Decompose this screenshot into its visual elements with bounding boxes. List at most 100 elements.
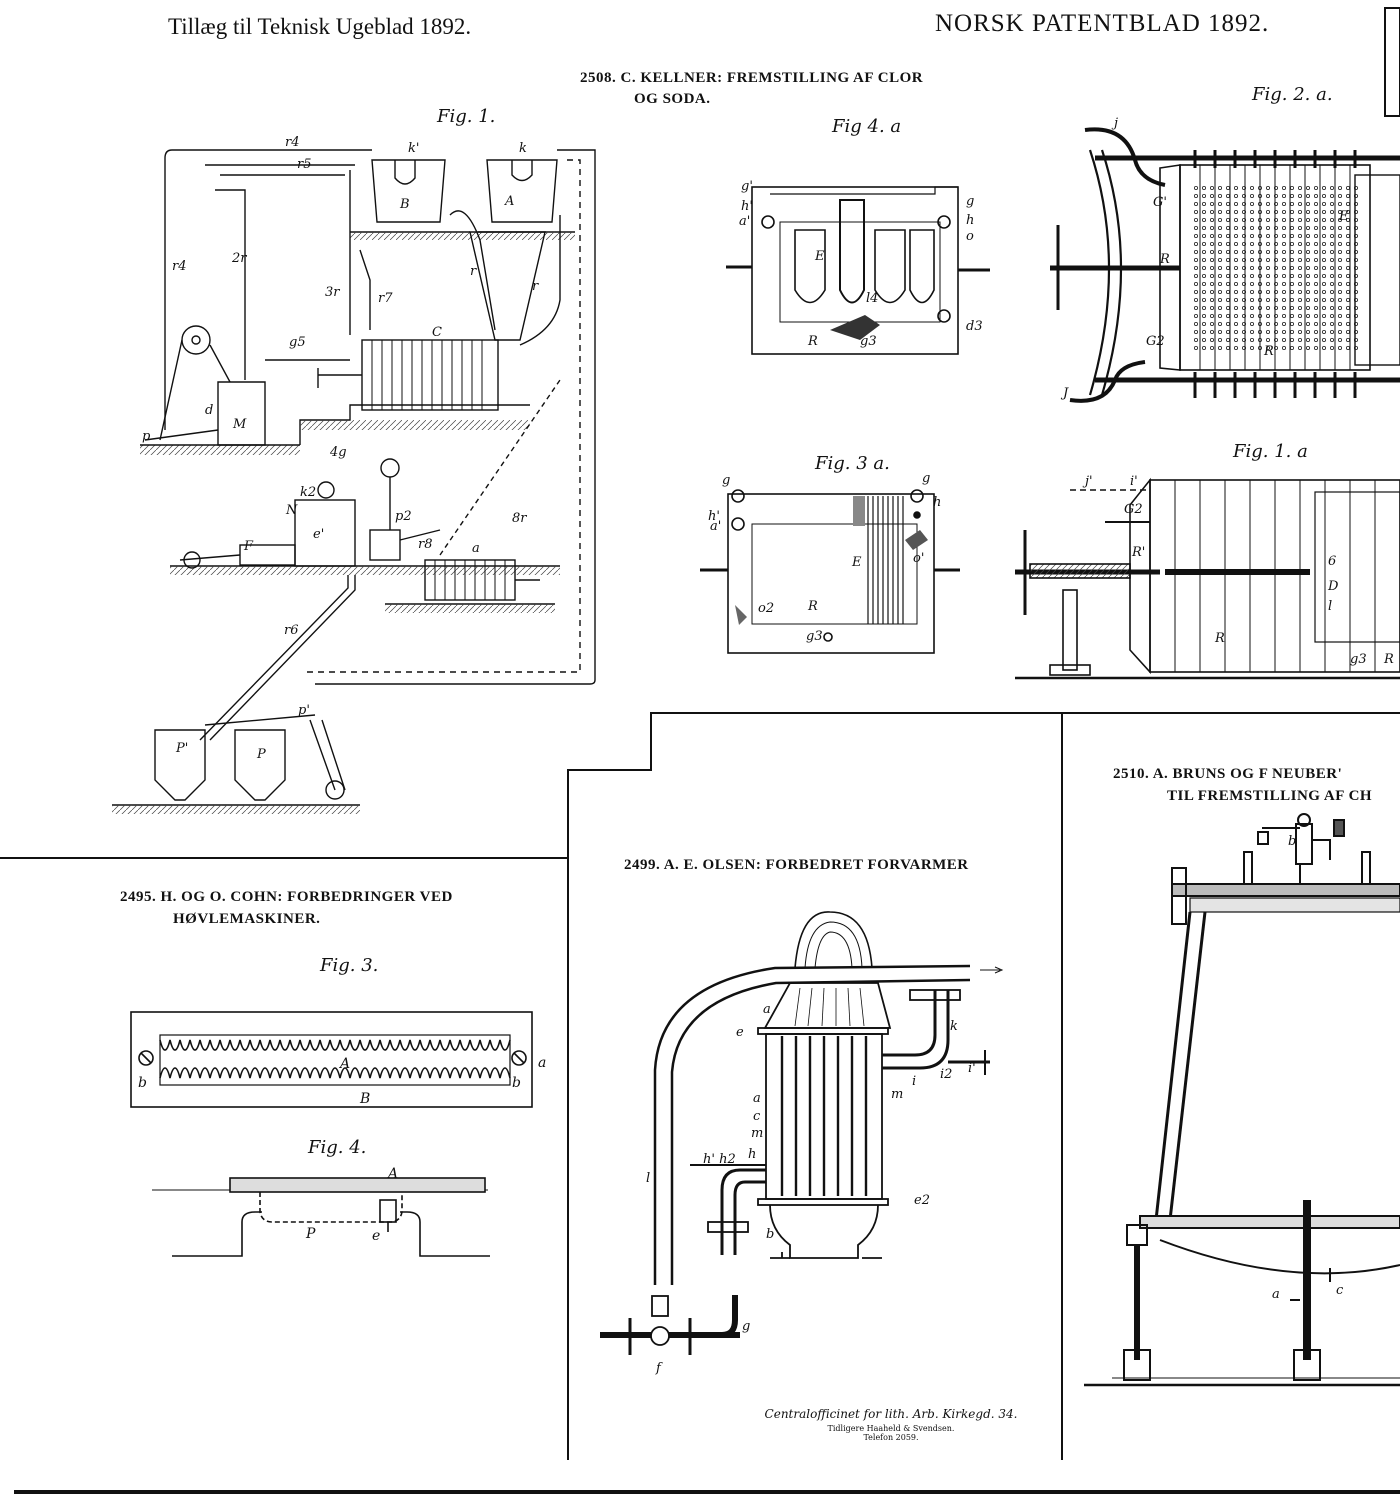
part-label: b xyxy=(766,1227,774,1242)
part-label: B xyxy=(359,1091,370,1107)
fig2a-labels: j G' R G2 J R E xyxy=(1060,116,1349,401)
part-label: d3 xyxy=(966,319,983,334)
part-label: k' xyxy=(408,141,419,156)
patent-number: 2508. xyxy=(580,70,617,86)
part-label: r xyxy=(532,279,539,294)
part-label: R xyxy=(1159,252,1170,267)
part-label: o2 xyxy=(758,601,774,616)
patent-title-line1: C. KELLNER: FREMSTILLING AF CLOR xyxy=(620,70,924,86)
patent-title-line1: A. BRUNS OG F NEUBER' xyxy=(1152,766,1343,782)
part-label: C xyxy=(432,325,442,340)
part-label: h' h2 xyxy=(703,1152,736,1167)
part-label: r7 xyxy=(378,291,393,306)
part-label: R xyxy=(1214,631,1225,646)
part-label: g3 xyxy=(806,629,823,644)
fig1a-drawing xyxy=(1015,477,1400,680)
fig4a-caption: Fig 4. a xyxy=(832,116,902,137)
part-label: k xyxy=(519,141,527,156)
part-label: a xyxy=(763,1002,771,1017)
imprint-line3: Telefon 2059. xyxy=(863,1433,919,1442)
running-header-right: NORSK PATENTBLAD 1892. xyxy=(935,10,1270,37)
part-label: d xyxy=(205,403,213,418)
part-label: r6 xyxy=(284,623,299,638)
part-label: E xyxy=(1338,209,1349,224)
part-label: 4g xyxy=(329,445,347,460)
fig2a-caption: Fig. 2. a. xyxy=(1252,84,1333,105)
part-label: g xyxy=(922,471,930,486)
olsen-preheater-drawing xyxy=(600,911,1004,1355)
cohn-fig4-caption: Fig. 4. xyxy=(308,1137,367,1158)
part-label: G' xyxy=(1153,195,1167,210)
part-label: r5 xyxy=(297,157,312,172)
cohn-fig3-caption: Fig. 3. xyxy=(320,955,379,976)
part-label: g3 xyxy=(1350,652,1367,667)
part-label: E xyxy=(814,249,825,264)
part-label: j xyxy=(1111,116,1118,131)
part-label: J xyxy=(1060,386,1069,401)
patent-2499-title: 2499. A. E. OLSEN: FORBEDRET FORVARMER xyxy=(624,857,969,874)
part-label: c xyxy=(1336,1283,1344,1298)
patent-2508-title-line2: OG SODA. xyxy=(634,91,711,107)
part-label: R xyxy=(807,334,818,349)
fig1-caption: Fig. 1. xyxy=(437,106,496,127)
fig4a-labels: g' h' a' E g h o l4 g3 d3 R xyxy=(739,179,983,349)
part-label: m xyxy=(751,1126,763,1141)
part-label: B xyxy=(399,197,410,212)
part-label: p' xyxy=(298,703,310,718)
part-label: i' xyxy=(968,1061,976,1076)
part-label: i' xyxy=(1130,474,1138,489)
part-label: g3 xyxy=(860,334,877,349)
part-label: l4 xyxy=(866,291,878,306)
fig3a-drawing xyxy=(700,489,960,654)
part-label: R xyxy=(1263,344,1274,359)
part-label: e' xyxy=(313,527,324,542)
part-label: R xyxy=(807,599,818,614)
part-label: e xyxy=(372,1228,380,1244)
part-label: a' xyxy=(739,214,750,229)
imprint-line1: Centralofficinet for lith. Arb. Kirkegd.… xyxy=(764,1407,1018,1421)
patent-title-line1: H. OG O. COHN: FORBEDRINGER VED xyxy=(160,889,453,905)
patent-number: 2510. xyxy=(1113,766,1150,782)
panel-dividers xyxy=(0,7,1400,1494)
part-label: R' xyxy=(1131,545,1145,560)
part-label: p xyxy=(142,429,151,444)
bruns-labels: a c b xyxy=(1272,834,1344,1302)
part-label: a xyxy=(1272,1287,1280,1302)
part-label: h xyxy=(933,495,941,510)
part-label: p2 xyxy=(395,509,412,524)
patent-2495-title-line2: HØVLEMASKINER. xyxy=(173,911,321,927)
part-label: 2r xyxy=(231,251,247,266)
patent-title-line1: A. E. OLSEN: FORBEDRET FORVARMER xyxy=(663,857,969,873)
part-label: G2 xyxy=(1146,334,1165,349)
patent-number: 2495. xyxy=(120,889,157,905)
part-label: c xyxy=(753,1109,761,1124)
part-label: r xyxy=(470,264,477,279)
part-label: b xyxy=(512,1075,521,1091)
part-label: A xyxy=(338,1056,350,1072)
part-label: b xyxy=(1288,834,1296,849)
part-label: g xyxy=(722,473,730,488)
part-label: a xyxy=(472,541,480,556)
fig1-labels: r4 r5 k' k B A r4 2r 3r r7 r r g5 C d M … xyxy=(142,135,539,762)
part-label: 6 xyxy=(1328,554,1336,569)
cohn-fig3-labels: b a b B A xyxy=(138,1055,546,1107)
part-label: o' xyxy=(913,551,924,566)
part-label: h xyxy=(966,213,974,228)
patent-2495-title: 2495. H. OG O. COHN: FORBEDRINGER VED xyxy=(120,889,453,906)
part-label: F xyxy=(243,539,254,554)
part-label: G2 xyxy=(1124,502,1143,517)
fig1a-labels: j' i' G2 R' 6 D l R g3 R xyxy=(1082,474,1394,667)
part-label: e xyxy=(736,1025,744,1040)
part-label: r4 xyxy=(172,259,187,274)
part-label: i xyxy=(912,1074,916,1089)
part-label: g xyxy=(742,1319,750,1334)
part-label: 3r xyxy=(325,285,340,300)
fig3a-caption: Fig. 3 a. xyxy=(815,453,890,474)
part-label: i2 xyxy=(940,1067,952,1082)
part-label: P xyxy=(305,1226,316,1242)
patent-2510-title-line2: TIL FREMSTILLING AF CH xyxy=(1167,788,1373,804)
fig4a-drawing xyxy=(726,186,990,355)
part-label: l xyxy=(646,1171,650,1186)
